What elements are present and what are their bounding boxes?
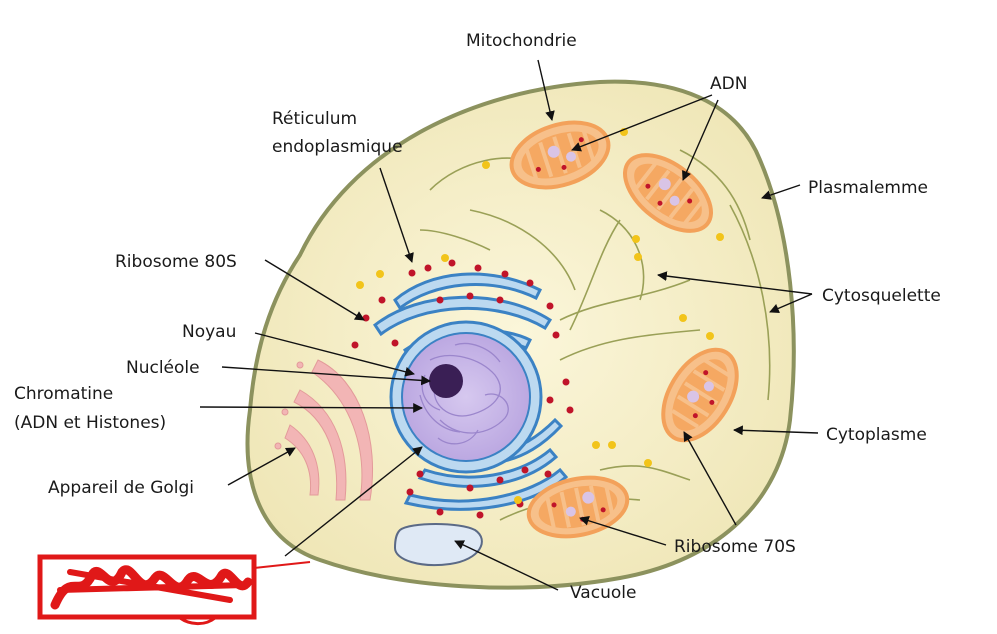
ribosomes-80s: [351, 259, 574, 519]
label-plasmalemme: Plasmalemme: [808, 178, 928, 198]
nucleus: [389, 320, 543, 474]
label-cytoplasme: Cytoplasme: [826, 425, 927, 445]
vacuole: [393, 523, 483, 566]
label-chromatine-line2: (ADN et Histones): [14, 413, 166, 433]
label-reticulum-line2: endoplasmique: [272, 137, 403, 157]
watermark-logo: [37, 554, 311, 626]
label-noyau: Noyau: [182, 322, 236, 342]
label-nucleole: Nucléole: [126, 358, 200, 378]
label-golgi: Appareil de Golgi: [48, 478, 194, 498]
granules: [356, 128, 724, 504]
label-chromatine-line1: Chromatine: [14, 384, 113, 404]
label-adn: ADN: [710, 74, 747, 94]
mitochondrion-top: [509, 120, 611, 190]
leader-lines: [199, 59, 819, 591]
label-ribosome-80s: Ribosome 80S: [115, 252, 237, 272]
label-reticulum-line1: Réticulum: [272, 109, 357, 129]
mitochondrion-bottom: [526, 475, 630, 539]
label-ribosome-70s: Ribosome 70S: [674, 537, 796, 557]
mitochondrion-right-bottom: [661, 347, 739, 443]
chromatin: [419, 342, 509, 445]
mitochondrion-right-top: [622, 153, 714, 233]
label-cytosquelette: Cytosquelette: [822, 286, 941, 306]
nucleolus: [429, 364, 463, 398]
label-mitochondrie: Mitochondrie: [466, 31, 577, 51]
label-vacuole: Vacuole: [570, 583, 636, 603]
